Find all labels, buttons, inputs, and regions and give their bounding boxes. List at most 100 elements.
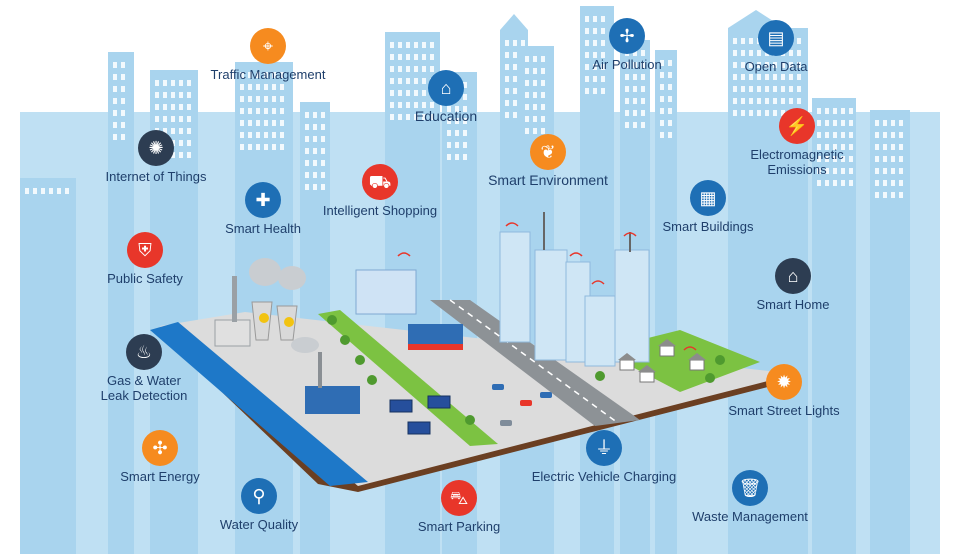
leaf-icon: ❦ xyxy=(530,134,566,170)
main-road xyxy=(430,300,640,426)
building-window xyxy=(313,160,317,166)
building-window xyxy=(789,50,793,56)
building-window xyxy=(749,38,753,44)
building-window xyxy=(256,96,260,102)
building-window xyxy=(33,188,37,194)
building-window xyxy=(513,64,517,70)
wifi-signal xyxy=(683,346,697,351)
building-roof xyxy=(500,14,528,30)
feature-label: Smart Parking xyxy=(417,519,501,534)
building-window xyxy=(781,98,785,104)
building-window xyxy=(660,72,664,78)
building-window xyxy=(875,168,879,174)
building-window xyxy=(633,110,637,116)
building-window xyxy=(505,100,509,106)
building-window xyxy=(406,54,410,60)
building-window xyxy=(525,68,529,74)
building-window xyxy=(633,62,637,68)
building-window xyxy=(171,116,175,122)
building-window xyxy=(541,104,545,110)
building-window xyxy=(521,40,525,46)
building-window xyxy=(593,28,597,34)
building-window xyxy=(789,86,793,92)
house-roof xyxy=(618,353,636,360)
feature-label: Open Data xyxy=(744,59,808,74)
skyline-building xyxy=(655,50,677,554)
building-window xyxy=(398,90,402,96)
building-window xyxy=(240,120,244,126)
building-window xyxy=(240,132,244,138)
building-window xyxy=(749,74,753,80)
building-window xyxy=(533,56,537,62)
building-window xyxy=(163,92,167,98)
building-window xyxy=(891,180,895,186)
building-window xyxy=(422,78,426,84)
building-window xyxy=(313,124,317,130)
building-window xyxy=(797,86,801,92)
tree xyxy=(705,373,715,383)
park-strip xyxy=(318,310,498,446)
building-window xyxy=(765,62,769,68)
building-window xyxy=(313,136,317,142)
building-window xyxy=(313,112,317,118)
building-window xyxy=(757,98,761,104)
building-window xyxy=(321,160,325,166)
water-tap-icon: ⚲ xyxy=(241,478,277,514)
building-window xyxy=(155,80,159,86)
building-window xyxy=(406,78,410,84)
building-window xyxy=(875,120,879,126)
building-window xyxy=(533,92,537,98)
building-window xyxy=(668,108,672,114)
building-window xyxy=(121,86,125,92)
building-window xyxy=(447,154,451,160)
building-window xyxy=(256,84,260,90)
building-window xyxy=(240,96,244,102)
building-window xyxy=(313,184,317,190)
wifi-signal xyxy=(591,280,605,285)
building-window xyxy=(505,64,509,70)
car-icon: ⛍ xyxy=(441,480,477,516)
building-window xyxy=(187,140,191,146)
building-window xyxy=(757,86,761,92)
building-window xyxy=(593,16,597,22)
building-window xyxy=(272,108,276,114)
building-window xyxy=(187,104,191,110)
building-window xyxy=(240,84,244,90)
building-window xyxy=(171,104,175,110)
blue-factory xyxy=(305,386,360,414)
building-window xyxy=(757,110,761,116)
building-window xyxy=(187,116,191,122)
building-window xyxy=(422,66,426,72)
building-window xyxy=(25,188,29,194)
building-window xyxy=(179,116,183,122)
building-window xyxy=(463,154,467,160)
building-window xyxy=(505,112,509,118)
building-window xyxy=(585,76,589,82)
store-building xyxy=(408,324,463,346)
building-window xyxy=(248,84,252,90)
building-window xyxy=(817,156,821,162)
building-window xyxy=(899,156,903,162)
feature-label: Water Quality xyxy=(219,517,299,532)
building-window xyxy=(187,152,191,158)
tree xyxy=(367,375,377,385)
building-window xyxy=(668,84,672,90)
feature-smart-energy: ✣Smart Energy xyxy=(60,430,260,484)
building-window xyxy=(891,192,895,198)
building-window xyxy=(321,184,325,190)
building-window xyxy=(390,78,394,84)
building-window xyxy=(240,108,244,114)
building-window xyxy=(179,128,183,134)
building-window xyxy=(765,86,769,92)
building-window xyxy=(256,132,260,138)
building-window xyxy=(414,42,418,48)
building-window xyxy=(513,52,517,58)
building-window xyxy=(883,168,887,174)
building-window xyxy=(660,120,664,126)
radiation-sign xyxy=(259,313,269,323)
building-window xyxy=(455,142,459,148)
building-window xyxy=(883,192,887,198)
skyscraper xyxy=(499,231,531,343)
